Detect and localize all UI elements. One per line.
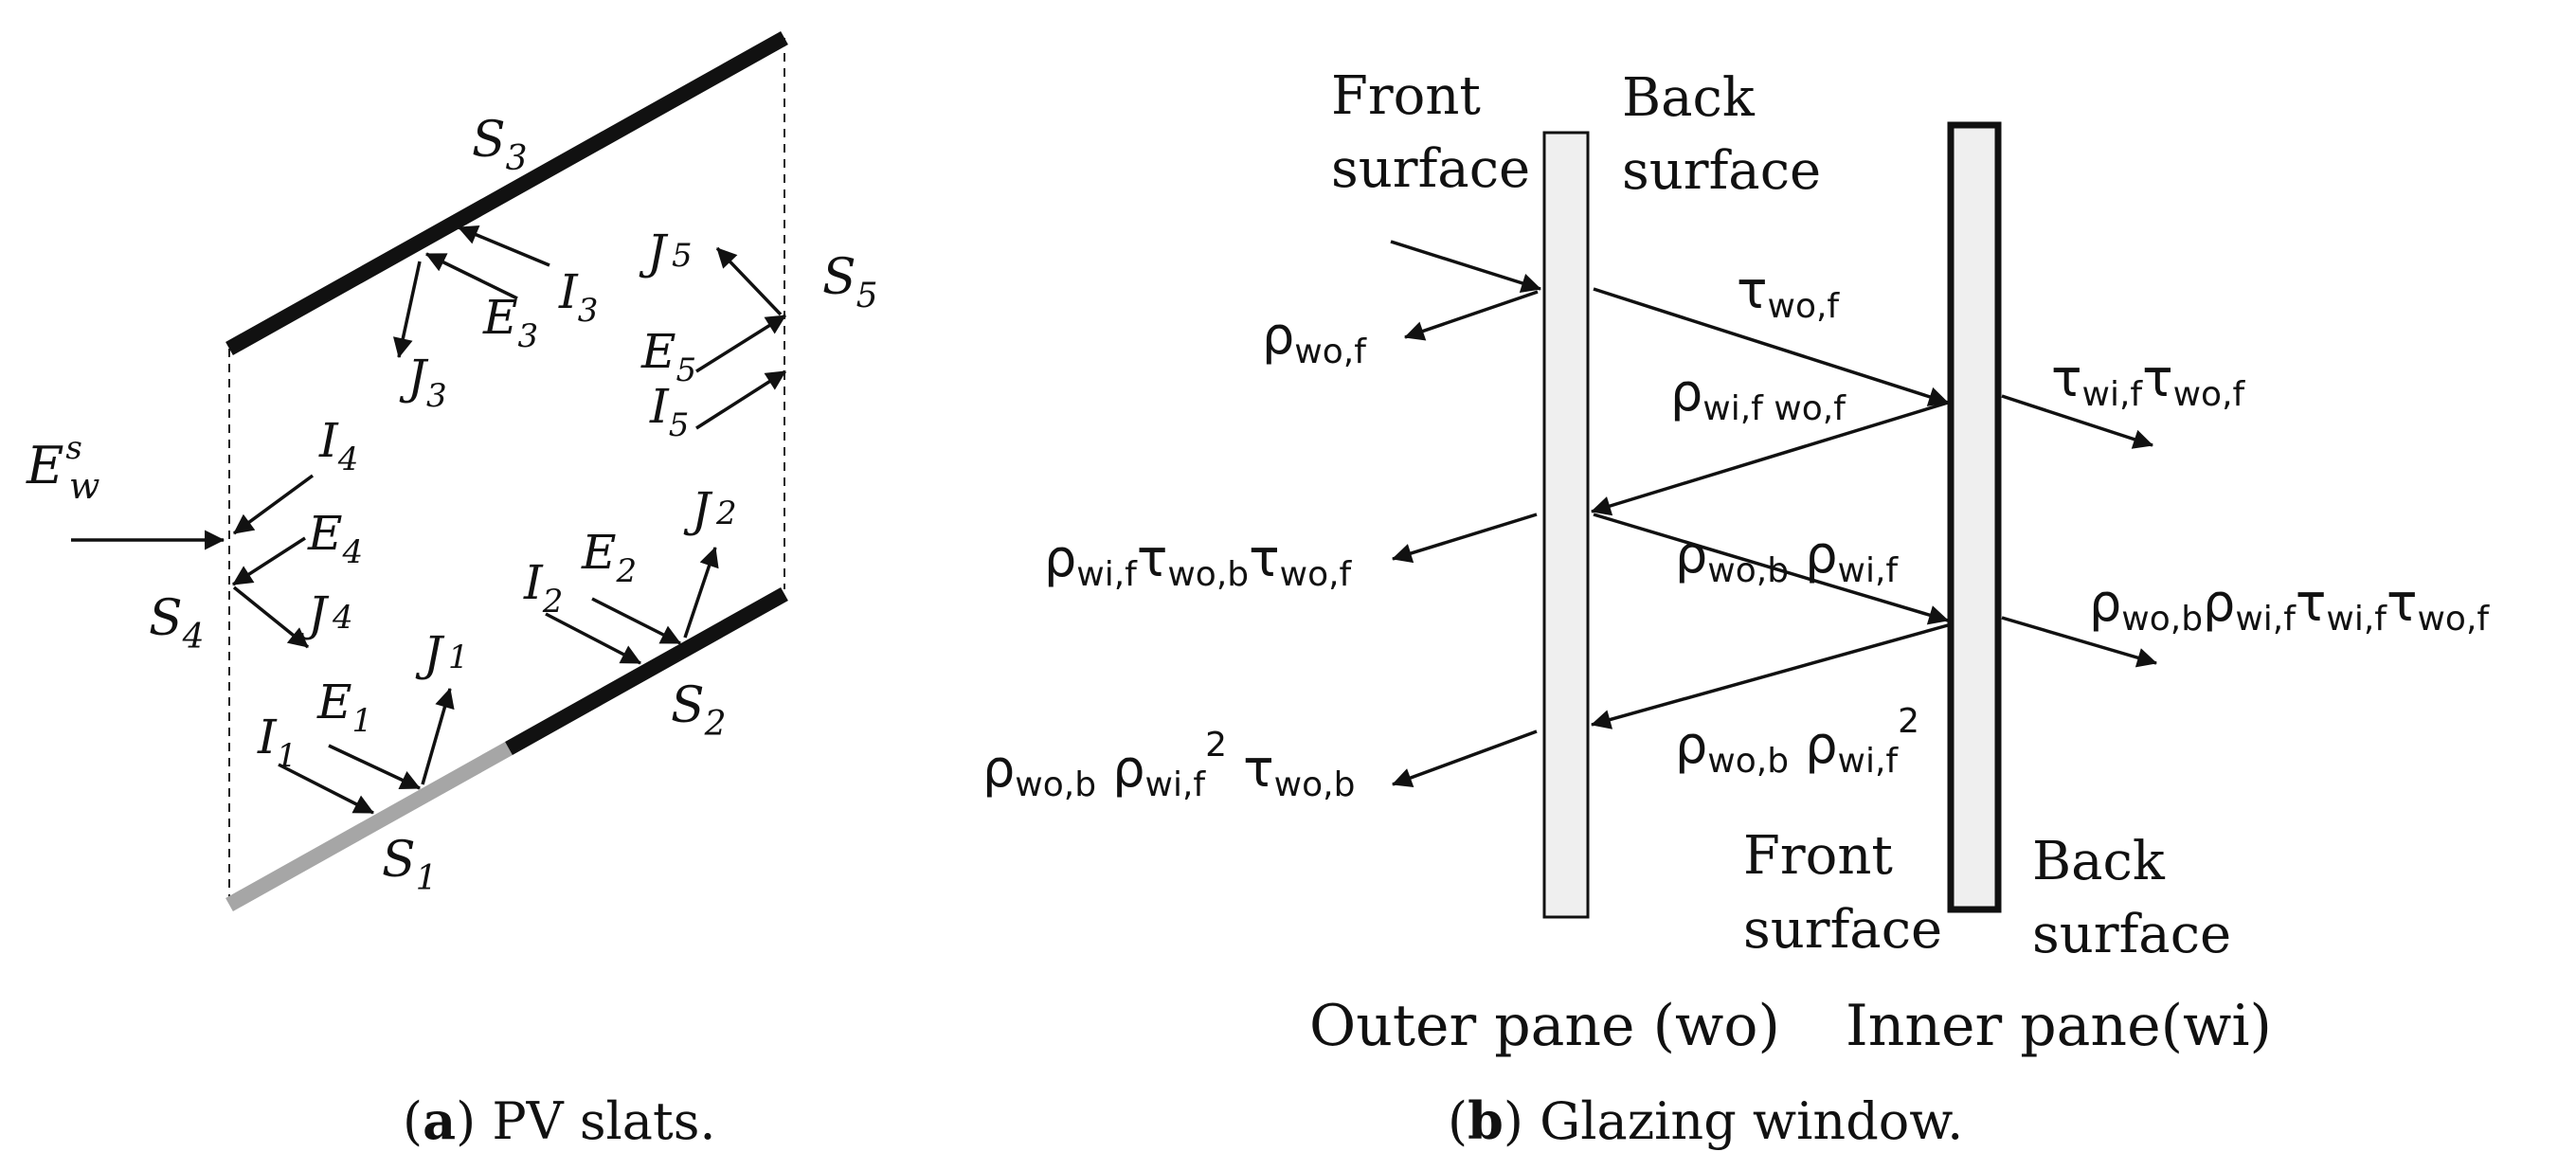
label-s1: S1 <box>382 832 438 898</box>
label-tau-wo-f: τwo,f <box>1737 261 1840 326</box>
arrow-j3 <box>392 261 422 359</box>
arrow-e2 <box>591 597 681 645</box>
outer-pane <box>1542 131 1590 919</box>
label-e3: E3 <box>482 290 538 355</box>
ray-reflected-inner-1 <box>1590 401 1949 516</box>
ray-reflected-outer <box>1404 290 1539 341</box>
arrow-i4 <box>232 474 315 535</box>
label-rho-wob-rho-wif-squared-tau-wob: ρwo,b ρwi,f2 τwo,b <box>982 726 1355 804</box>
outer-pane-label: Outer pane (wo) <box>1309 993 1780 1059</box>
label-s3: S3 <box>472 112 528 178</box>
arrow-i1 <box>278 763 374 815</box>
label-rho-wob-rho-wif-tau-wif-tau-wof: ρwo,bρwi,fτwi,fτwo,f <box>2089 573 2490 639</box>
arrow-j4 <box>232 585 310 649</box>
label-i1: I1 <box>257 710 297 775</box>
arrow-e5 <box>695 314 786 373</box>
arrow-j5 <box>715 246 783 316</box>
pv-slat-gray-s1 <box>225 742 513 911</box>
label-i2: I2 <box>523 555 563 621</box>
ray-reflected-outer-2 <box>1593 513 1950 625</box>
label-rho-wob-rho-wif-squared: ρwo,b ρwi,f2 <box>1675 702 1919 781</box>
label-j3: J3 <box>399 350 447 415</box>
label-rho-wif-tau-wob-tau-wof: ρwi,fτwo,bτwo,f <box>1044 529 1353 594</box>
caption-b: (b) Glazing window. <box>1448 1090 1963 1151</box>
top-slat-s3 <box>225 31 788 355</box>
label-e5: E5 <box>640 324 696 389</box>
ray-exit-back-2 <box>1392 729 1538 787</box>
ray-reflected-inner-2 <box>1590 623 1949 729</box>
arrow-e1 <box>328 744 421 790</box>
label-e4: E4 <box>307 506 363 571</box>
label-s2: S2 <box>671 677 727 744</box>
ray-transmitted-inner-1 <box>2001 394 2153 449</box>
pv-slat-black-s2 <box>505 587 788 755</box>
arrow-e4 <box>232 536 306 586</box>
label-e1: E1 <box>316 675 372 740</box>
ray-transmitted-inner-2 <box>2001 616 2158 668</box>
inner-pane <box>1947 121 2002 913</box>
label-s4: S4 <box>149 590 205 657</box>
inner-pane-label: Inner pane(wi) <box>1846 993 2272 1059</box>
label-tau-wif-tau-wof: τwi,fτwo,f <box>2051 349 2246 414</box>
label-rho-wob-rho-wif: ρwo,b ρwi,f <box>1675 525 1899 590</box>
label-e2: E2 <box>581 525 637 590</box>
label-rho-wif-wof: ρwi,f wo,f <box>1670 363 1846 428</box>
caption-a: (a) PV slats. <box>403 1090 716 1151</box>
arrow-e3 <box>425 252 518 300</box>
label-i3: I3 <box>558 264 598 330</box>
label-i5: I5 <box>649 379 689 444</box>
arrow-i5 <box>695 369 786 430</box>
ray-transmitted-outer <box>1593 287 1949 406</box>
ray-incident <box>1390 240 1542 293</box>
arrow-i3 <box>458 225 550 267</box>
arrow-i2 <box>545 612 641 665</box>
ray-exit-back-1 <box>1391 513 1538 564</box>
label-s5: S5 <box>822 249 878 315</box>
label-i4: I4 <box>318 413 358 478</box>
arrow-j1 <box>421 687 455 785</box>
label-rho-wo-f: ρwo,f <box>1262 306 1367 371</box>
arrow-j2 <box>683 547 719 639</box>
